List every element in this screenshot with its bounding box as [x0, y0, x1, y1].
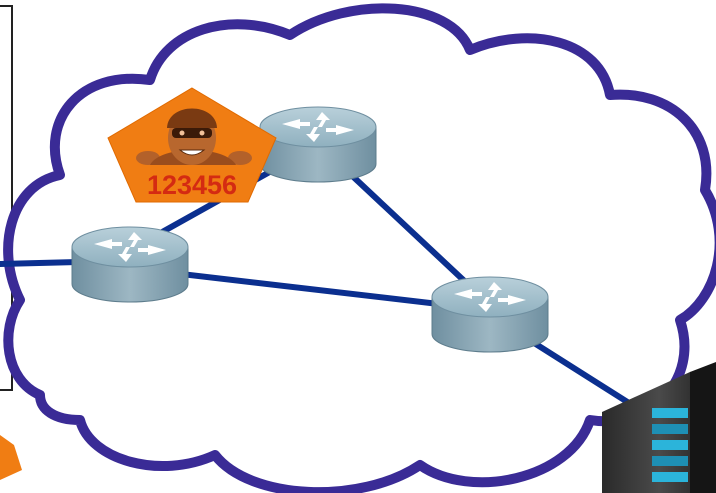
attacker-badge-text: 123456	[147, 170, 237, 200]
router-left	[71, 226, 189, 303]
left-panel-border	[0, 5, 13, 391]
attacker-badge: 123456	[107, 87, 277, 203]
router-right	[431, 276, 549, 353]
link-left-right	[127, 265, 493, 313]
link-left-edge	[0, 259, 81, 267]
router-top	[259, 106, 377, 183]
router-arrows-icon	[454, 282, 526, 312]
hacker-icon	[136, 108, 252, 165]
router-arrows-icon	[282, 112, 354, 142]
router-arrows-icon	[94, 232, 166, 262]
server-rack	[602, 362, 716, 493]
orange-badge-fragment	[0, 435, 22, 480]
server-rack-icon	[652, 408, 688, 482]
